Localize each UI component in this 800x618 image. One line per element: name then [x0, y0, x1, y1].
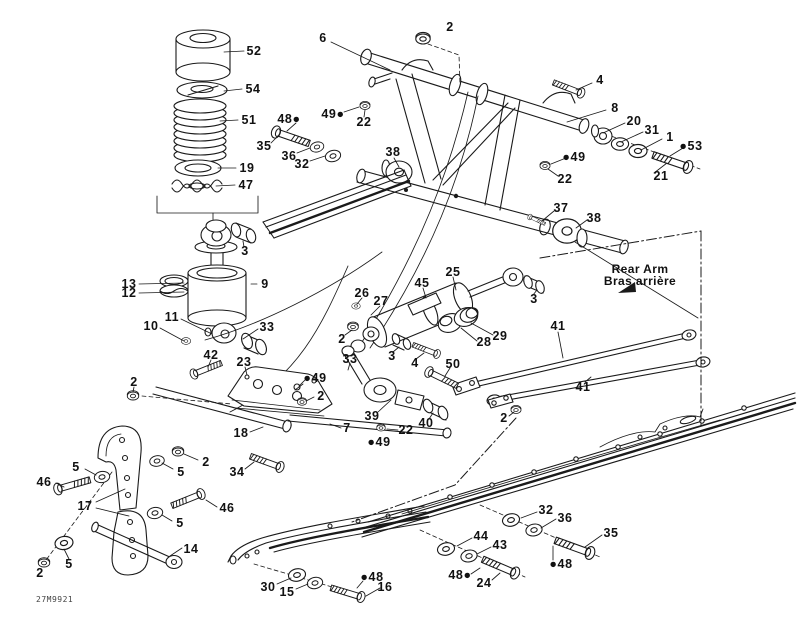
document-code: 27M9921 [36, 595, 74, 604]
tie-rods-art [451, 329, 711, 409]
center-shock-art [204, 91, 545, 421]
region-boundary-art [141, 43, 702, 523]
upper-rail-segment-art [262, 169, 412, 239]
rear-arm-frame-art [356, 48, 629, 255]
hardware-art [37, 31, 701, 604]
left-brackets-art [91, 425, 183, 576]
region-label-rear-arm-fr: Bras arrière [603, 274, 677, 288]
leader-lines [55, 41, 684, 597]
front-rail-art [227, 505, 431, 565]
front-shock-art [159, 219, 267, 356]
region-label-rear-arm-en: Rear Arm [611, 262, 669, 276]
spring-stack-art [156, 29, 259, 229]
rear-rail-art [361, 392, 797, 538]
